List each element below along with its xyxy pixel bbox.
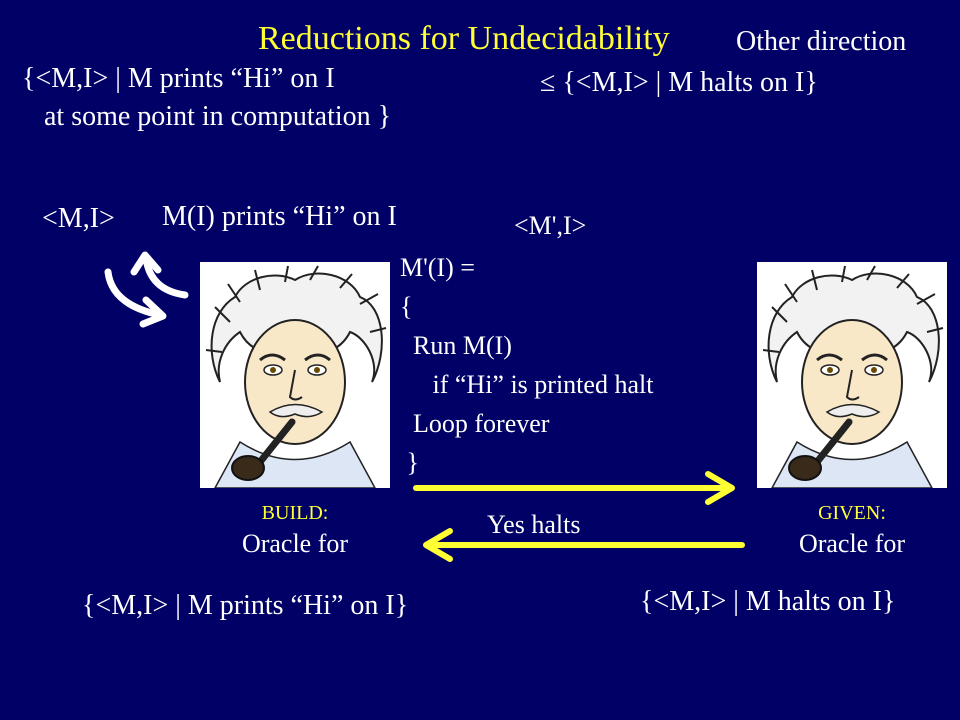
slide-title: Reductions for Undecidability: [258, 20, 670, 57]
given-oracle-label: GIVEN: Oracle for: [757, 488, 947, 570]
code-line: }: [400, 448, 419, 477]
machine-construction-code: M'(I) = { Run M(I) if “Hi” is printed ha…: [400, 248, 653, 482]
oracle-for-label: Oracle for: [241, 529, 349, 558]
forward-arrowhead-icon: [705, 471, 735, 505]
build-oracle-label: BUILD: Oracle for: [200, 488, 390, 570]
given-oracle-card: GIVEN: Oracle for: [757, 262, 947, 570]
input-pair-label: <M,I>: [42, 203, 115, 234]
halts-set-relation: ≤ {<M,I> | M halts on I}: [540, 67, 818, 98]
code-line: Loop forever: [400, 409, 550, 438]
curved-arrow-icon: [142, 254, 189, 299]
code-line: Run M(I): [400, 331, 512, 360]
oracle-for-label: Oracle for: [798, 529, 906, 558]
build-label: BUILD:: [261, 502, 329, 524]
prints-hi-set-line2: at some point in computation }: [44, 101, 392, 132]
prints-hi-set-line1: {<M,I> | M prints “Hi” on I: [22, 63, 335, 94]
modified-input-label: <M',I>: [514, 211, 587, 240]
arrowhead-icon: [139, 296, 167, 328]
prints-hi-set-bottom: {<M,I> | M prints “Hi” on I}: [82, 590, 409, 621]
halts-set-bottom: {<M,I> | M halts on I}: [640, 586, 896, 617]
yes-halts-label: Yes halts: [487, 510, 581, 539]
given-label: GIVEN:: [818, 502, 886, 524]
einstein-portrait-icon: [205, 265, 387, 488]
einstein-portrait-icon: [762, 265, 944, 488]
other-direction-label: Other direction: [736, 26, 907, 57]
code-line: M'(I) =: [400, 253, 475, 282]
code-line: {: [400, 292, 413, 321]
prints-hi-question: M(I) prints “Hi” on I: [162, 201, 397, 232]
build-oracle-card: BUILD: Oracle for: [200, 262, 390, 570]
curved-arrow-icon: [104, 268, 164, 319]
arrowhead-icon: [130, 251, 162, 276]
code-line: if “Hi” is printed halt: [400, 370, 654, 399]
back-arrowhead-icon: [423, 528, 453, 562]
